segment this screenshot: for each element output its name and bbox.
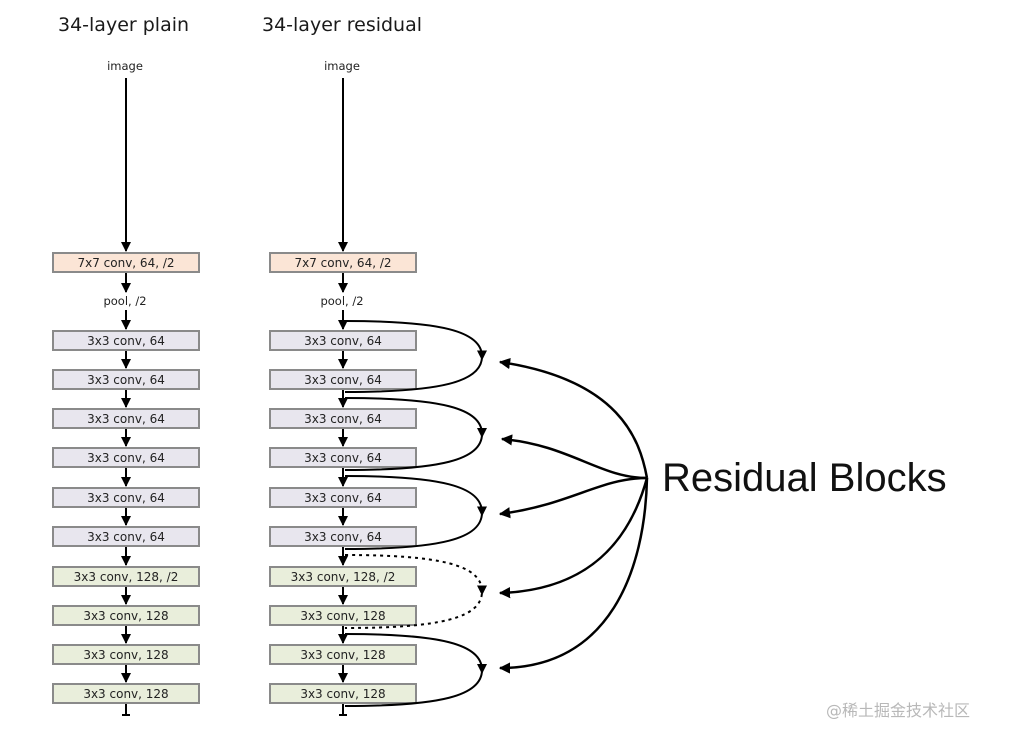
plain-layer: 3x3 conv, 64 xyxy=(52,369,200,390)
shortcut-connection-5 xyxy=(344,633,484,707)
flow-arrows xyxy=(121,78,348,716)
plain-input-label: image xyxy=(107,59,143,73)
shortcut-connection-1 xyxy=(344,320,484,393)
callout-arrow-1 xyxy=(498,357,649,479)
residual-layer: 3x3 conv, 128 xyxy=(269,605,417,626)
residual-layer-conv7x7: 7x7 conv, 64, /2 xyxy=(269,252,417,273)
plain-layer: 3x3 conv, 128 xyxy=(52,605,200,626)
shortcut-arrowhead xyxy=(477,506,487,517)
shortcut-arrowhead xyxy=(477,350,487,361)
plain-layer: 3x3 conv, 64 xyxy=(52,487,200,508)
plain-layer: 3x3 conv, 128 xyxy=(52,683,200,704)
plain-layer-downsample: 3x3 conv, 128, /2 xyxy=(52,566,200,587)
plain-layer: 3x3 conv, 64 xyxy=(52,526,200,547)
plain-layer: 3x3 conv, 128 xyxy=(52,644,200,665)
callout-arrow-3 xyxy=(498,476,648,519)
callout-arrows xyxy=(498,357,649,674)
watermark: @稀土掘金技术社区 xyxy=(826,701,971,720)
callout-arrow-2 xyxy=(500,434,648,480)
residual-layer: 3x3 conv, 128 xyxy=(269,683,417,704)
residual-layer: 3x3 conv, 64 xyxy=(269,526,417,547)
plain-layer: 3x3 conv, 64 xyxy=(52,447,200,468)
residual-pool-label: pool, /2 xyxy=(320,294,364,308)
residual-layer: 3x3 conv, 64 xyxy=(269,330,417,351)
plain-layer-conv7x7: 7x7 conv, 64, /2 xyxy=(52,252,200,273)
residual-layer: 3x3 conv, 64 xyxy=(269,408,417,429)
residual-column-title: 34-layer residual xyxy=(262,14,423,36)
plain-pool-label: pool, /2 xyxy=(103,294,147,308)
shortcut-connection-3 xyxy=(344,475,484,550)
residual-layer: 3x3 conv, 64 xyxy=(269,487,417,508)
shortcut-connection-2 xyxy=(344,397,484,471)
residual-blocks-label: Residual Blocks xyxy=(662,456,947,500)
callout-arrow-4 xyxy=(498,477,649,599)
callout-arrow-5 xyxy=(498,477,649,674)
shortcut-arrowhead xyxy=(477,664,487,674)
plain-layer: 3x3 conv, 64 xyxy=(52,330,200,351)
shortcut-arrowhead xyxy=(477,428,487,438)
plain-column-title: 34-layer plain xyxy=(58,14,190,36)
residual-input-label: image xyxy=(324,59,360,73)
plain-layer: 3x3 conv, 64 xyxy=(52,408,200,429)
residual-layer: 3x3 conv, 64 xyxy=(269,369,417,390)
shortcut-connection-4 xyxy=(344,554,484,629)
residual-layer: 3x3 conv, 128 xyxy=(269,644,417,665)
residual-layer-downsample: 3x3 conv, 128, /2 xyxy=(269,566,417,587)
shortcut-arrows xyxy=(344,320,487,707)
shortcut-arrowhead xyxy=(477,585,487,596)
residual-layer: 3x3 conv, 64 xyxy=(269,447,417,468)
